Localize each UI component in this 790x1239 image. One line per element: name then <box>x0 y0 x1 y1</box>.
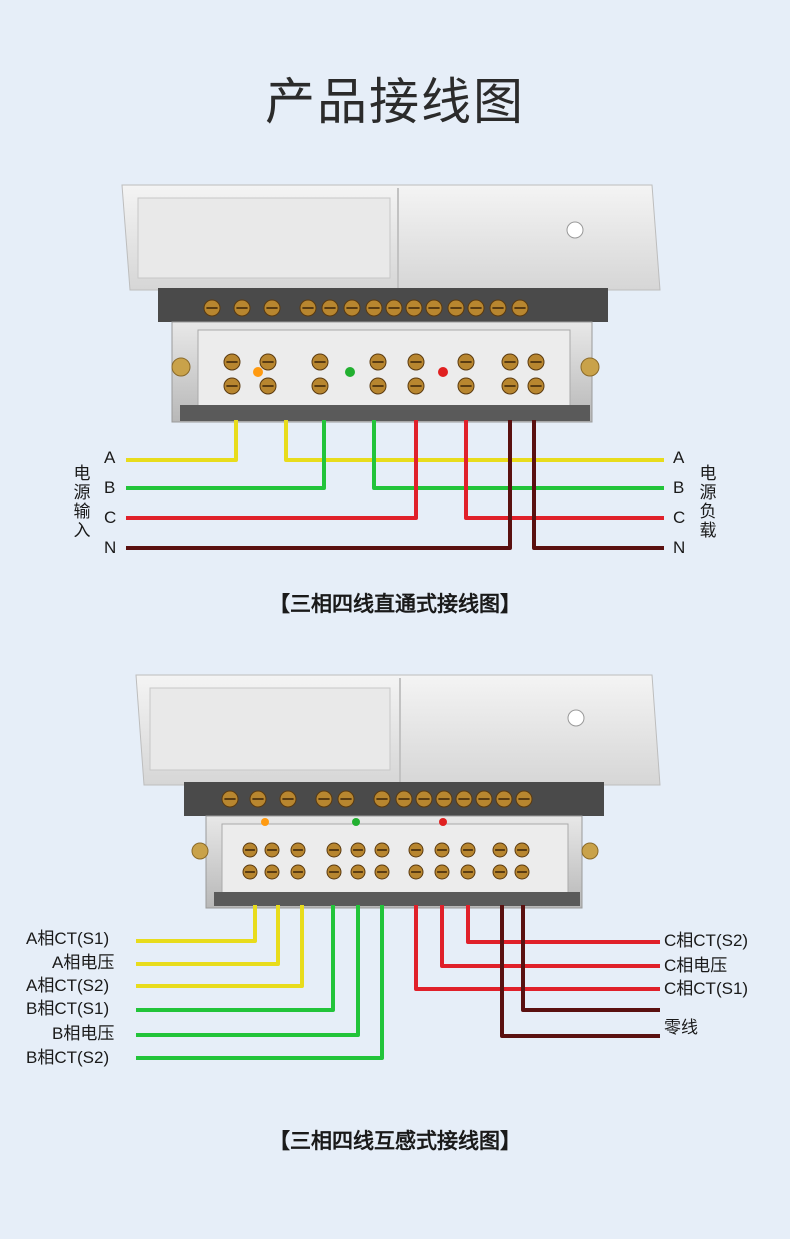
wire-input-c <box>126 420 418 520</box>
load-label-b: B <box>673 478 685 497</box>
label-c-ct-s1: C相CT(S1) <box>664 979 749 998</box>
meter-2-body <box>135 674 661 909</box>
load-label-n: N <box>673 538 686 557</box>
power-input-label: 电源输入 <box>73 464 91 541</box>
wire-b-ct-s2 <box>136 905 384 1060</box>
wire-b-ct-s1 <box>136 905 335 1012</box>
label-neutral: 零线 <box>664 1018 698 1037</box>
diagram-1-wires <box>126 420 664 550</box>
label-b-voltage: B相电压 <box>52 1024 115 1043</box>
wire-c-voltage <box>440 905 660 968</box>
wire-a-ct-s1 <box>136 905 257 943</box>
label-c-ct-s2: C相CT(S2) <box>664 931 749 950</box>
label-b-ct-s1: B相CT(S1) <box>26 999 110 1018</box>
wire-c-ct-s1 <box>414 905 660 991</box>
label-b-ct-s2: B相CT(S2) <box>26 1048 110 1067</box>
diagram-2-caption: 【三相四线互感式接线图】 <box>269 1129 521 1153</box>
load-label-a: A <box>673 448 685 467</box>
diagram-1-caption: 【三相四线直通式接线图】 <box>269 592 521 616</box>
page-title: 产品接线图 <box>265 73 525 131</box>
wire-load-b <box>372 420 664 490</box>
wire-neutral-1 <box>521 905 660 1012</box>
wire-neutral-2 <box>500 905 660 1038</box>
input-label-a: A <box>104 448 116 467</box>
input-label-n: N <box>104 538 117 557</box>
wire-a-voltage <box>136 905 280 966</box>
wire-c-ct-s2 <box>466 905 660 944</box>
input-label-b: B <box>104 478 116 497</box>
wire-input-b <box>126 420 326 490</box>
wire-input-n <box>126 420 512 550</box>
diagram-2-wires <box>136 905 660 1060</box>
label-a-ct-s2: A相CT(S2) <box>26 976 110 995</box>
wire-load-c <box>464 420 664 520</box>
input-label-c: C <box>104 508 117 527</box>
load-label-c: C <box>673 508 686 527</box>
label-c-voltage: C相电压 <box>664 956 728 975</box>
wire-load-a <box>284 420 664 462</box>
wire-b-voltage <box>136 905 360 1037</box>
power-load-label: 电源负载 <box>699 464 717 541</box>
wire-input-a <box>126 420 238 462</box>
wire-a-ct-s2 <box>136 905 304 988</box>
meter-1-body <box>121 184 661 423</box>
wire-load-n <box>532 420 664 550</box>
label-a-voltage: A相电压 <box>52 953 115 972</box>
label-a-ct-s1: A相CT(S1) <box>26 929 110 948</box>
